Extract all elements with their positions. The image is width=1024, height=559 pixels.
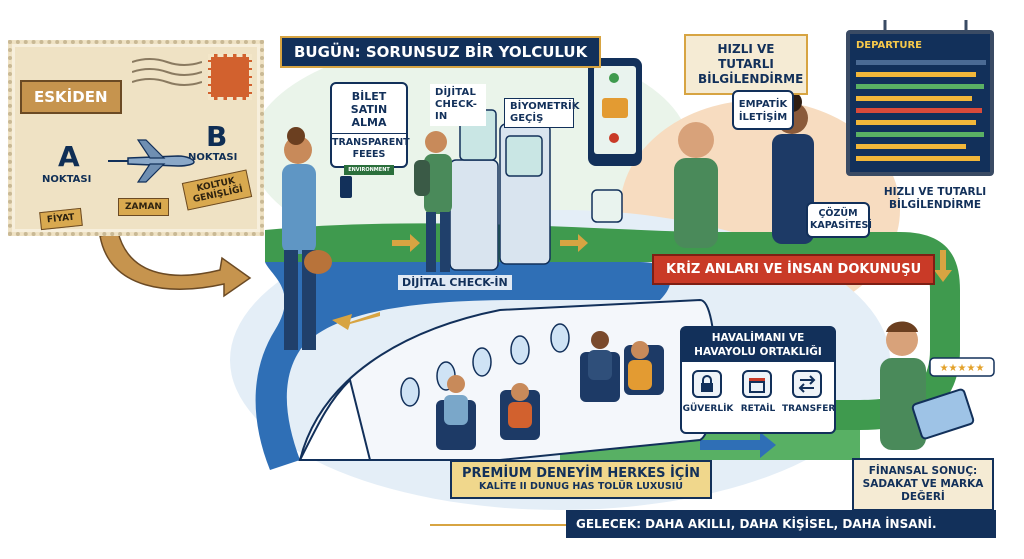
board-row xyxy=(856,96,972,101)
empathy-bubble: EMPATİK İLETİŞİM xyxy=(732,90,794,130)
premium-subtitle: KALİTE II DUNUG HAS TOLÜR LUXUSIU xyxy=(479,481,683,492)
happy-customer xyxy=(880,321,975,450)
departure-board: DEPARTURE xyxy=(846,30,994,176)
page-title: BUGÜN: SORUNSUZ BİR YOLCULUK xyxy=(280,36,602,68)
past-label: ESKİDEN xyxy=(20,80,122,114)
digital-checkin-top-label: DİJİTAL CHECK-IN xyxy=(430,84,486,126)
biometric-label: BİYOMETRİK GEÇİŞ xyxy=(504,98,580,128)
store-icon xyxy=(742,370,772,398)
ticket-subtitle: TRANSPARENT FEEES xyxy=(332,133,410,161)
footer-connector-line xyxy=(430,524,570,526)
future-footer-banner: GELECEK: DAHA AKILLI, DAHA KİŞİSEL, DAHA… xyxy=(566,510,996,559)
postmark-icon xyxy=(131,52,203,92)
postage-stamp-icon xyxy=(208,54,252,100)
point-b-label: NOKTASI xyxy=(188,152,238,163)
checkin-gates xyxy=(449,109,551,271)
luggage-tag-icon xyxy=(591,189,623,223)
transfer-label: TRANSFER xyxy=(782,404,836,414)
partnership-title: HAVALİMANI VE HAVAYOLU ORTAKLIĞI xyxy=(682,328,834,362)
airplane-icon xyxy=(108,136,198,186)
board-row xyxy=(856,144,966,149)
path-arrow-4 xyxy=(700,432,776,458)
ticket-tag: ENVIRONMENT xyxy=(344,165,394,175)
board-row xyxy=(856,156,980,161)
crisis-banner: KRİZ ANLARI VE İNSAN DOKUNUŞU xyxy=(652,254,936,285)
smartphone-map xyxy=(588,58,642,166)
point-a-letter: A xyxy=(58,140,80,173)
time-tag: ZAMAN xyxy=(118,198,169,216)
blue-path xyxy=(255,262,671,470)
security-label: GÜVERLİK xyxy=(682,404,734,414)
ticket-purchase-bubble: BİLET SATIN ALMA TRANSPARENT FEEES ENVIR… xyxy=(330,82,410,175)
fast-info-board-label: HIZLI VE TUTARLI BİLGİLENDİRME xyxy=(883,186,987,211)
board-row xyxy=(856,132,984,137)
point-a-label: NOKTASI xyxy=(42,174,92,185)
digital-checkin-label: DİJİTAL CHECK-İN xyxy=(398,275,512,290)
board-row xyxy=(856,120,976,125)
path-arrow-1 xyxy=(392,234,420,252)
rating-bubble xyxy=(929,357,995,377)
board-title: DEPARTURE xyxy=(856,40,923,51)
lock-icon xyxy=(692,370,722,398)
retail-label: RETAİL xyxy=(740,404,776,414)
traveler-woman xyxy=(282,127,352,350)
path-arrow-2 xyxy=(560,234,588,252)
solution-capacity-bubble: ÇÖZÜM KAPASİTESİ xyxy=(806,202,872,238)
airplane-nose xyxy=(298,378,372,461)
path-arrow-5 xyxy=(332,312,380,330)
finance-result-box: FİNANSAL SONUÇ: SADAKAT VE MARKA DEĞERİ xyxy=(852,458,994,511)
partnership-card: HAVALİMANI VE HAVAYOLU ORTAKLIĞI GÜVERLİ… xyxy=(680,326,836,434)
rating-stars: ★★★★★ xyxy=(940,363,985,374)
transfer-icon xyxy=(792,370,822,398)
stressed-passenger xyxy=(674,122,718,248)
premium-title: PREMİUM DENEYİM HERKES İÇİN xyxy=(462,466,701,481)
board-row xyxy=(856,60,986,65)
path-arrow-3 xyxy=(934,250,952,282)
point-b-letter: B xyxy=(206,120,228,153)
board-row xyxy=(856,72,976,77)
ticket-title: BİLET SATIN ALMA xyxy=(350,90,388,129)
board-row xyxy=(856,108,982,113)
traveler-man-backpack xyxy=(414,131,452,272)
premium-banner: PREMİUM DENEYİM HERKES İÇİN KALİTE II DU… xyxy=(450,460,713,499)
past-to-present-arrow xyxy=(99,231,252,298)
passengers xyxy=(444,331,652,428)
old-travel-stamp: ESKİDEN A NOKTASI B NOKTASI FİYAT ZAMAN … xyxy=(8,40,264,236)
price-tag: FİYAT xyxy=(39,207,83,231)
board-row xyxy=(856,84,984,89)
fast-info-banner: HIZLI VE TUTARLI BİLGİLENDİRME xyxy=(684,34,808,95)
